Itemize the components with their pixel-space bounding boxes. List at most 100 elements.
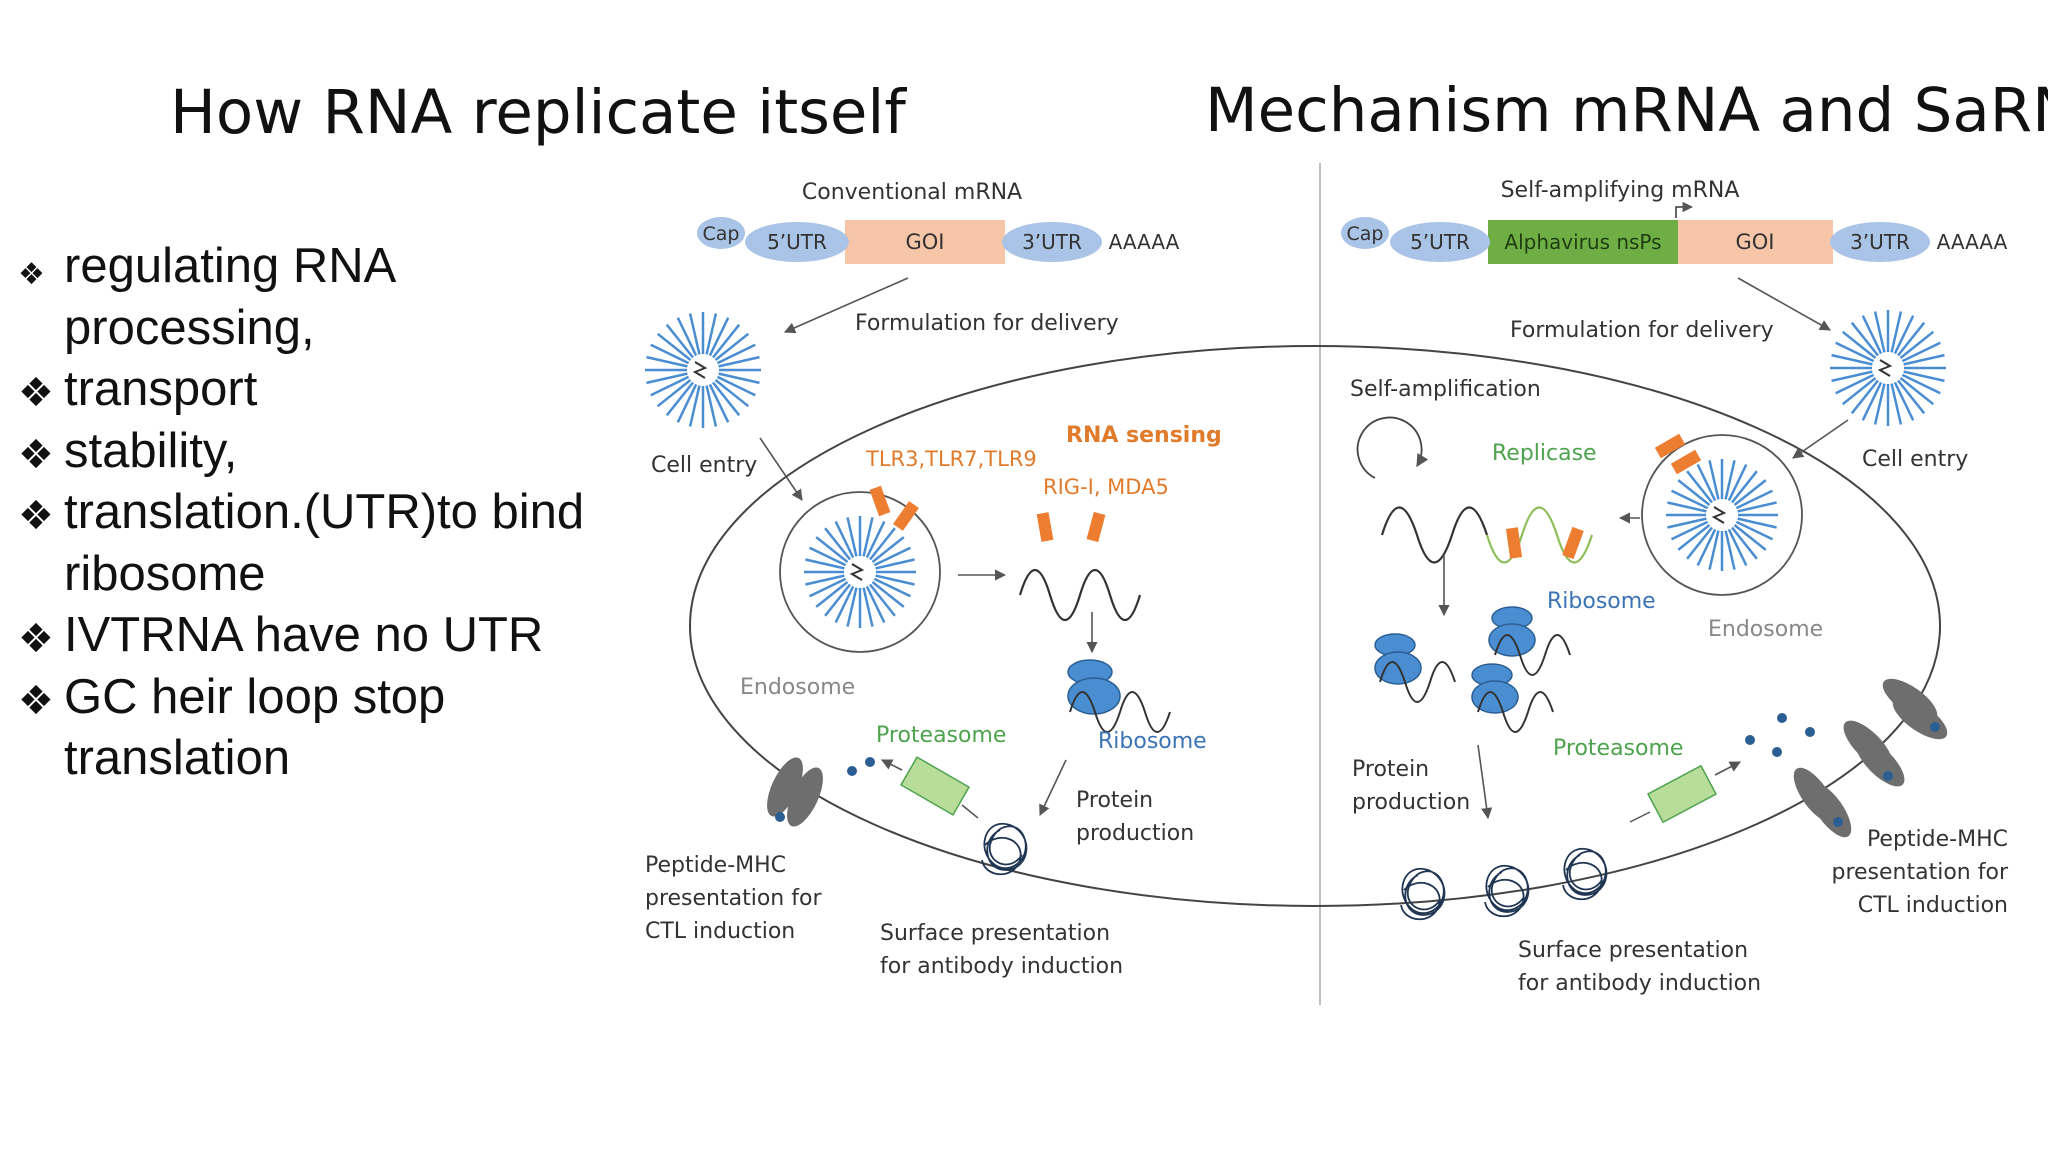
- lnp-spike: [1727, 463, 1748, 502]
- lnp-spike: [1901, 341, 1941, 363]
- surface-label-1: Surface presentation: [1518, 938, 1748, 963]
- lnp-spike: [1893, 381, 1915, 421]
- lnp-spike: [1831, 370, 1873, 383]
- lnp-spike: [1835, 373, 1875, 395]
- mhc-complex-icon: [1843, 720, 1905, 787]
- ribosome-icon: [1471, 663, 1519, 714]
- degradation-line: [1629, 811, 1651, 823]
- cell-entry-arrow: [1792, 419, 1849, 459]
- utr3-label: 3’UTR: [1022, 230, 1082, 254]
- cell-membrane: [689, 345, 1941, 907]
- lnp-spike: [834, 585, 855, 624]
- diamond-bullet-icon: ❖: [18, 431, 54, 478]
- bullet-text-cont: translation: [64, 731, 291, 785]
- mhc-label-2: presentation for: [645, 886, 822, 911]
- cell-entry-label: Cell entry: [1862, 447, 1968, 472]
- conventional-mrna-heading: Conventional mRNA: [802, 180, 1022, 205]
- tlr-receptor-icon: [869, 485, 891, 517]
- goi-label: GOI: [1736, 230, 1775, 254]
- lnp-spike: [875, 574, 915, 586]
- lnp-spike: [862, 587, 874, 627]
- lnp-spike: [808, 577, 847, 598]
- lnp-spike: [718, 355, 760, 368]
- promoter-arrow: [1675, 201, 1694, 218]
- lnp-spike: [873, 577, 912, 598]
- lnp-spike: [875, 558, 915, 570]
- bullet-text-cont: ribosome: [64, 546, 266, 601]
- lnp-spike: [1708, 460, 1720, 500]
- self-amplifying-heading: Self-amplifying mRNA: [1501, 178, 1740, 203]
- endosome-label: Endosome: [1708, 617, 1823, 642]
- lnp-spike: [716, 343, 756, 365]
- lnp-spike: [824, 527, 851, 561]
- degradation-arrow: [1714, 761, 1741, 776]
- surface-antigen-icon: [1400, 867, 1446, 921]
- peptide-dot: [1805, 727, 1815, 737]
- bullet-text: transport: [64, 362, 258, 416]
- bullet-text-cont: processing,: [64, 300, 315, 355]
- lnp-spike: [815, 581, 849, 608]
- lnp-spike: [1735, 489, 1774, 510]
- tlr-label: TLR3,TLR7,TLR9: [865, 447, 1037, 471]
- formulation-label: Formulation for delivery: [855, 311, 1119, 336]
- lnp-spike: [1724, 530, 1736, 570]
- surface-antigen-icon: [1562, 847, 1608, 901]
- lnp-spike: [665, 381, 694, 417]
- lnp-spike: [656, 332, 692, 361]
- bullet-item: ❖ stability,: [18, 421, 658, 483]
- slide-title-right: Mechanism mRNA and SaRNA: [1205, 75, 2048, 146]
- utr5-ellipse: [1390, 222, 1490, 262]
- lnp-spike: [665, 323, 694, 359]
- lnp-spike: [846, 587, 858, 627]
- lnp-spike: [1686, 470, 1713, 504]
- lnp-spike: [1733, 479, 1767, 506]
- mrna-strand: [1477, 691, 1554, 733]
- lnp-spike: [1727, 528, 1748, 567]
- lnp-spike: [718, 372, 760, 385]
- lnp-spike: [869, 527, 896, 561]
- bullet-continuation: processing,: [18, 298, 658, 360]
- ribosome-label: Ribosome: [1098, 729, 1207, 754]
- lnp-particle-icon: [804, 516, 916, 628]
- lnp-spike: [1731, 470, 1758, 504]
- lnp-spike: [805, 558, 845, 570]
- lnp-spike: [1686, 526, 1713, 560]
- utr3-ellipse: [1002, 222, 1102, 262]
- mhc-complex-icon: [1793, 767, 1852, 838]
- utr3-label: 3’UTR: [1850, 230, 1910, 254]
- mhc-label-1: Peptide-MHC: [645, 853, 786, 878]
- utr3-ellipse: [1830, 222, 1930, 262]
- mrna-strand: [1018, 569, 1142, 621]
- replicase-icon: [1562, 526, 1584, 560]
- peptide-dot: [847, 766, 857, 776]
- mhc-label-3: CTL induction: [1858, 893, 2008, 918]
- lnp-spike: [1696, 528, 1717, 567]
- proteasome-icon: [1646, 764, 1718, 824]
- protein-production-label-2: production: [1076, 821, 1194, 846]
- mhc-complex-icon: [767, 757, 823, 827]
- sarna-strand: [1380, 506, 1489, 564]
- bullet-text: translation.(UTR)to bind: [64, 485, 585, 539]
- rna-sensing-label: RNA sensing: [1066, 423, 1222, 448]
- cap-ellipse: [697, 217, 745, 249]
- lnp-spike: [676, 317, 698, 357]
- lnp-spike: [824, 583, 851, 617]
- lnp-spike: [1677, 524, 1711, 551]
- slide-title-left: How RNA replicate itself: [170, 77, 906, 148]
- lnp-spike: [650, 375, 690, 397]
- lnp-spike: [1841, 330, 1877, 359]
- endosome-label: Endosome: [740, 675, 855, 700]
- bullet-item: ❖ transport: [18, 359, 658, 421]
- degradation-arrow: [880, 759, 903, 771]
- diamond-bullet-icon: ❖: [18, 677, 54, 724]
- rig-sensor-icon: [1036, 512, 1054, 542]
- sarna-strand-green: [1485, 506, 1594, 564]
- lnp-spike: [708, 317, 730, 357]
- cap-label: Cap: [1347, 223, 1384, 245]
- endosome-membrane: [1641, 434, 1803, 596]
- lnp-particle-icon: [645, 312, 761, 428]
- cap-label: Cap: [703, 223, 740, 245]
- lnp-spike: [1873, 383, 1886, 425]
- bullet-text: IVTRNA have no UTR: [64, 608, 544, 662]
- lnp-spike: [871, 536, 905, 563]
